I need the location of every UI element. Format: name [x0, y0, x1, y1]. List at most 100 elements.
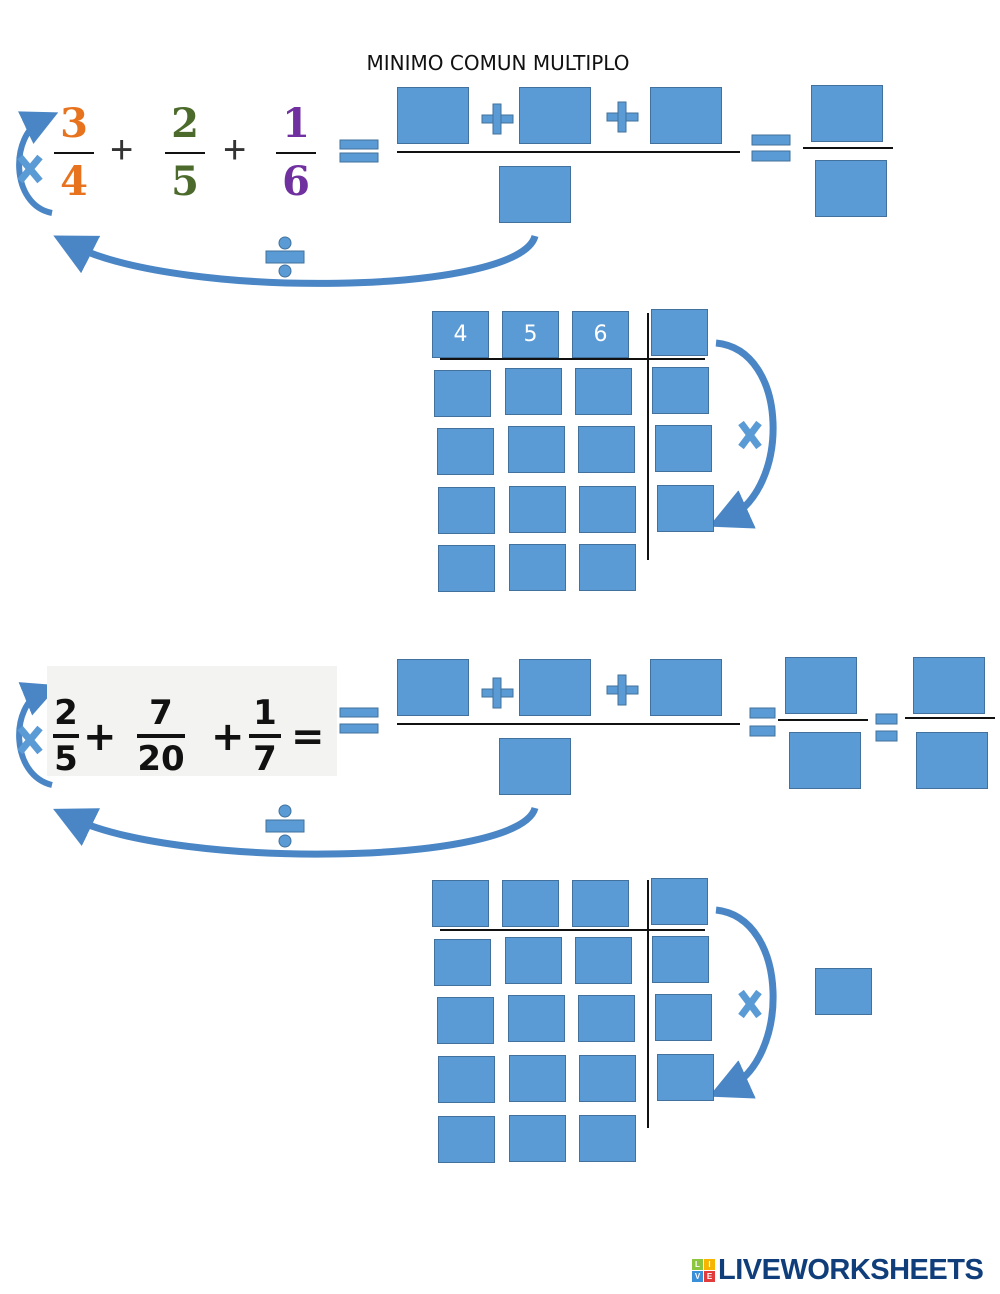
logo-tile: I	[704, 1259, 715, 1270]
grid-cell[interactable]	[509, 1055, 566, 1102]
fraction-2: 2 5	[165, 104, 205, 202]
numerator-input-3[interactable]	[650, 659, 722, 716]
common-denominator-input[interactable]	[499, 166, 571, 223]
worksheet-title: MINIMO COMUN MULTIPLO	[366, 51, 630, 75]
grid-cell[interactable]	[508, 995, 565, 1042]
grid-cell[interactable]	[579, 544, 636, 591]
grid-cell[interactable]	[578, 426, 635, 473]
grid-cell[interactable]	[438, 1116, 495, 1163]
grid-cell[interactable]	[575, 937, 632, 984]
divide-arrow-2	[53, 806, 539, 858]
result-denominator-input[interactable]	[789, 732, 861, 789]
simplified-denominator-input[interactable]	[916, 732, 988, 789]
grid-cell[interactable]	[438, 545, 495, 592]
grid-multiply-arrow	[708, 906, 777, 1099]
grid-cell[interactable]	[579, 1055, 636, 1102]
plus-sign: +	[83, 714, 117, 760]
numerator-input-3[interactable]	[650, 87, 722, 144]
multiply-arrow-1	[16, 111, 59, 216]
equals-icon	[749, 707, 776, 737]
grid-factor-cell[interactable]	[655, 425, 712, 472]
denominator: 6	[282, 158, 310, 205]
equals-icon	[339, 707, 379, 734]
result-numerator-input[interactable]	[811, 85, 883, 142]
divide-icon	[265, 236, 305, 278]
multiply-icon	[17, 725, 43, 755]
grid-cell[interactable]	[438, 1056, 495, 1103]
numerator: 3	[60, 100, 88, 147]
grid-cell[interactable]	[508, 426, 565, 473]
numerator-input-1[interactable]	[397, 87, 469, 144]
grid-cell[interactable]	[438, 487, 495, 534]
simplified-numerator-input[interactable]	[913, 657, 985, 714]
grid-factor-cell[interactable]	[652, 936, 709, 983]
plus-sign: +	[211, 714, 245, 760]
plus-icon	[481, 103, 514, 135]
grid-header-cell[interactable]	[502, 311, 559, 358]
grid-factor-cell[interactable]	[651, 309, 708, 356]
grid-header-cell[interactable]	[432, 311, 489, 358]
grid-cell[interactable]	[434, 370, 491, 417]
logo-tile: E	[704, 1271, 715, 1282]
grid-cell[interactable]	[505, 368, 562, 415]
grid-header-cell[interactable]	[572, 311, 629, 358]
fraction-3: 1 6	[276, 104, 316, 202]
plus-sign: +	[223, 128, 247, 172]
numerator: 2	[54, 693, 78, 733]
denominator: 20	[137, 739, 185, 779]
grid-factor-cell[interactable]	[657, 485, 714, 532]
grid-factor-cell[interactable]	[657, 1054, 714, 1101]
fraction-2: 7 20	[137, 696, 185, 776]
common-denominator-input[interactable]	[499, 738, 571, 795]
grid-header-cell[interactable]	[502, 880, 559, 927]
plus-sign: +	[110, 128, 134, 172]
logo-tiles: L I V E	[692, 1259, 715, 1282]
grid-cell[interactable]	[434, 939, 491, 986]
lcm-result-input[interactable]	[815, 968, 872, 1015]
logo-tile: L	[692, 1259, 703, 1270]
equals-icon	[875, 713, 898, 742]
multiply-icon	[738, 420, 762, 450]
equals-sign: =	[291, 714, 325, 760]
denominator: 5	[54, 739, 78, 779]
equals-icon	[339, 139, 379, 163]
numerator-input-2[interactable]	[519, 87, 591, 144]
plus-icon	[481, 677, 514, 709]
grid-factor-cell[interactable]	[652, 367, 709, 414]
fraction-3: 1 7	[249, 696, 281, 776]
denominator: 4	[60, 158, 88, 205]
grid-multiply-arrow	[708, 339, 777, 529]
grid-factor-cell[interactable]	[655, 994, 712, 1041]
result-numerator-input[interactable]	[785, 657, 857, 714]
grid-cell[interactable]	[579, 486, 636, 533]
numerator: 1	[282, 100, 310, 147]
result-denominator-input[interactable]	[815, 160, 887, 217]
grid-header-cell[interactable]	[572, 880, 629, 927]
grid-cell[interactable]	[437, 428, 494, 475]
multiply-icon	[738, 989, 762, 1019]
grid-header-cell[interactable]	[432, 880, 489, 927]
fraction-1: 2 5	[53, 696, 79, 776]
multiply-icon	[17, 154, 43, 184]
grid-factor-cell[interactable]	[651, 878, 708, 925]
equation-image: 2 5 + 7 20 + 1 7 =	[47, 666, 337, 776]
divide-icon	[265, 804, 305, 848]
grid-cell[interactable]	[509, 486, 566, 533]
fraction-1: 3 4	[54, 104, 94, 202]
equals-icon	[751, 134, 791, 162]
grid-cell[interactable]	[509, 1115, 566, 1162]
numerator: 1	[253, 693, 277, 733]
grid-cell[interactable]	[505, 937, 562, 984]
grid-cell[interactable]	[437, 997, 494, 1044]
grid-cell[interactable]	[575, 368, 632, 415]
numerator: 7	[149, 693, 173, 733]
numerator: 2	[171, 100, 199, 147]
liveworksheets-logo: L I V E LIVEWORKSHEETS	[692, 1254, 984, 1287]
logo-tile: V	[692, 1271, 703, 1282]
numerator-input-2[interactable]	[519, 659, 591, 716]
denominator: 5	[171, 158, 199, 205]
grid-cell[interactable]	[579, 1115, 636, 1162]
numerator-input-1[interactable]	[397, 659, 469, 716]
grid-cell[interactable]	[578, 995, 635, 1042]
grid-cell[interactable]	[509, 544, 566, 591]
